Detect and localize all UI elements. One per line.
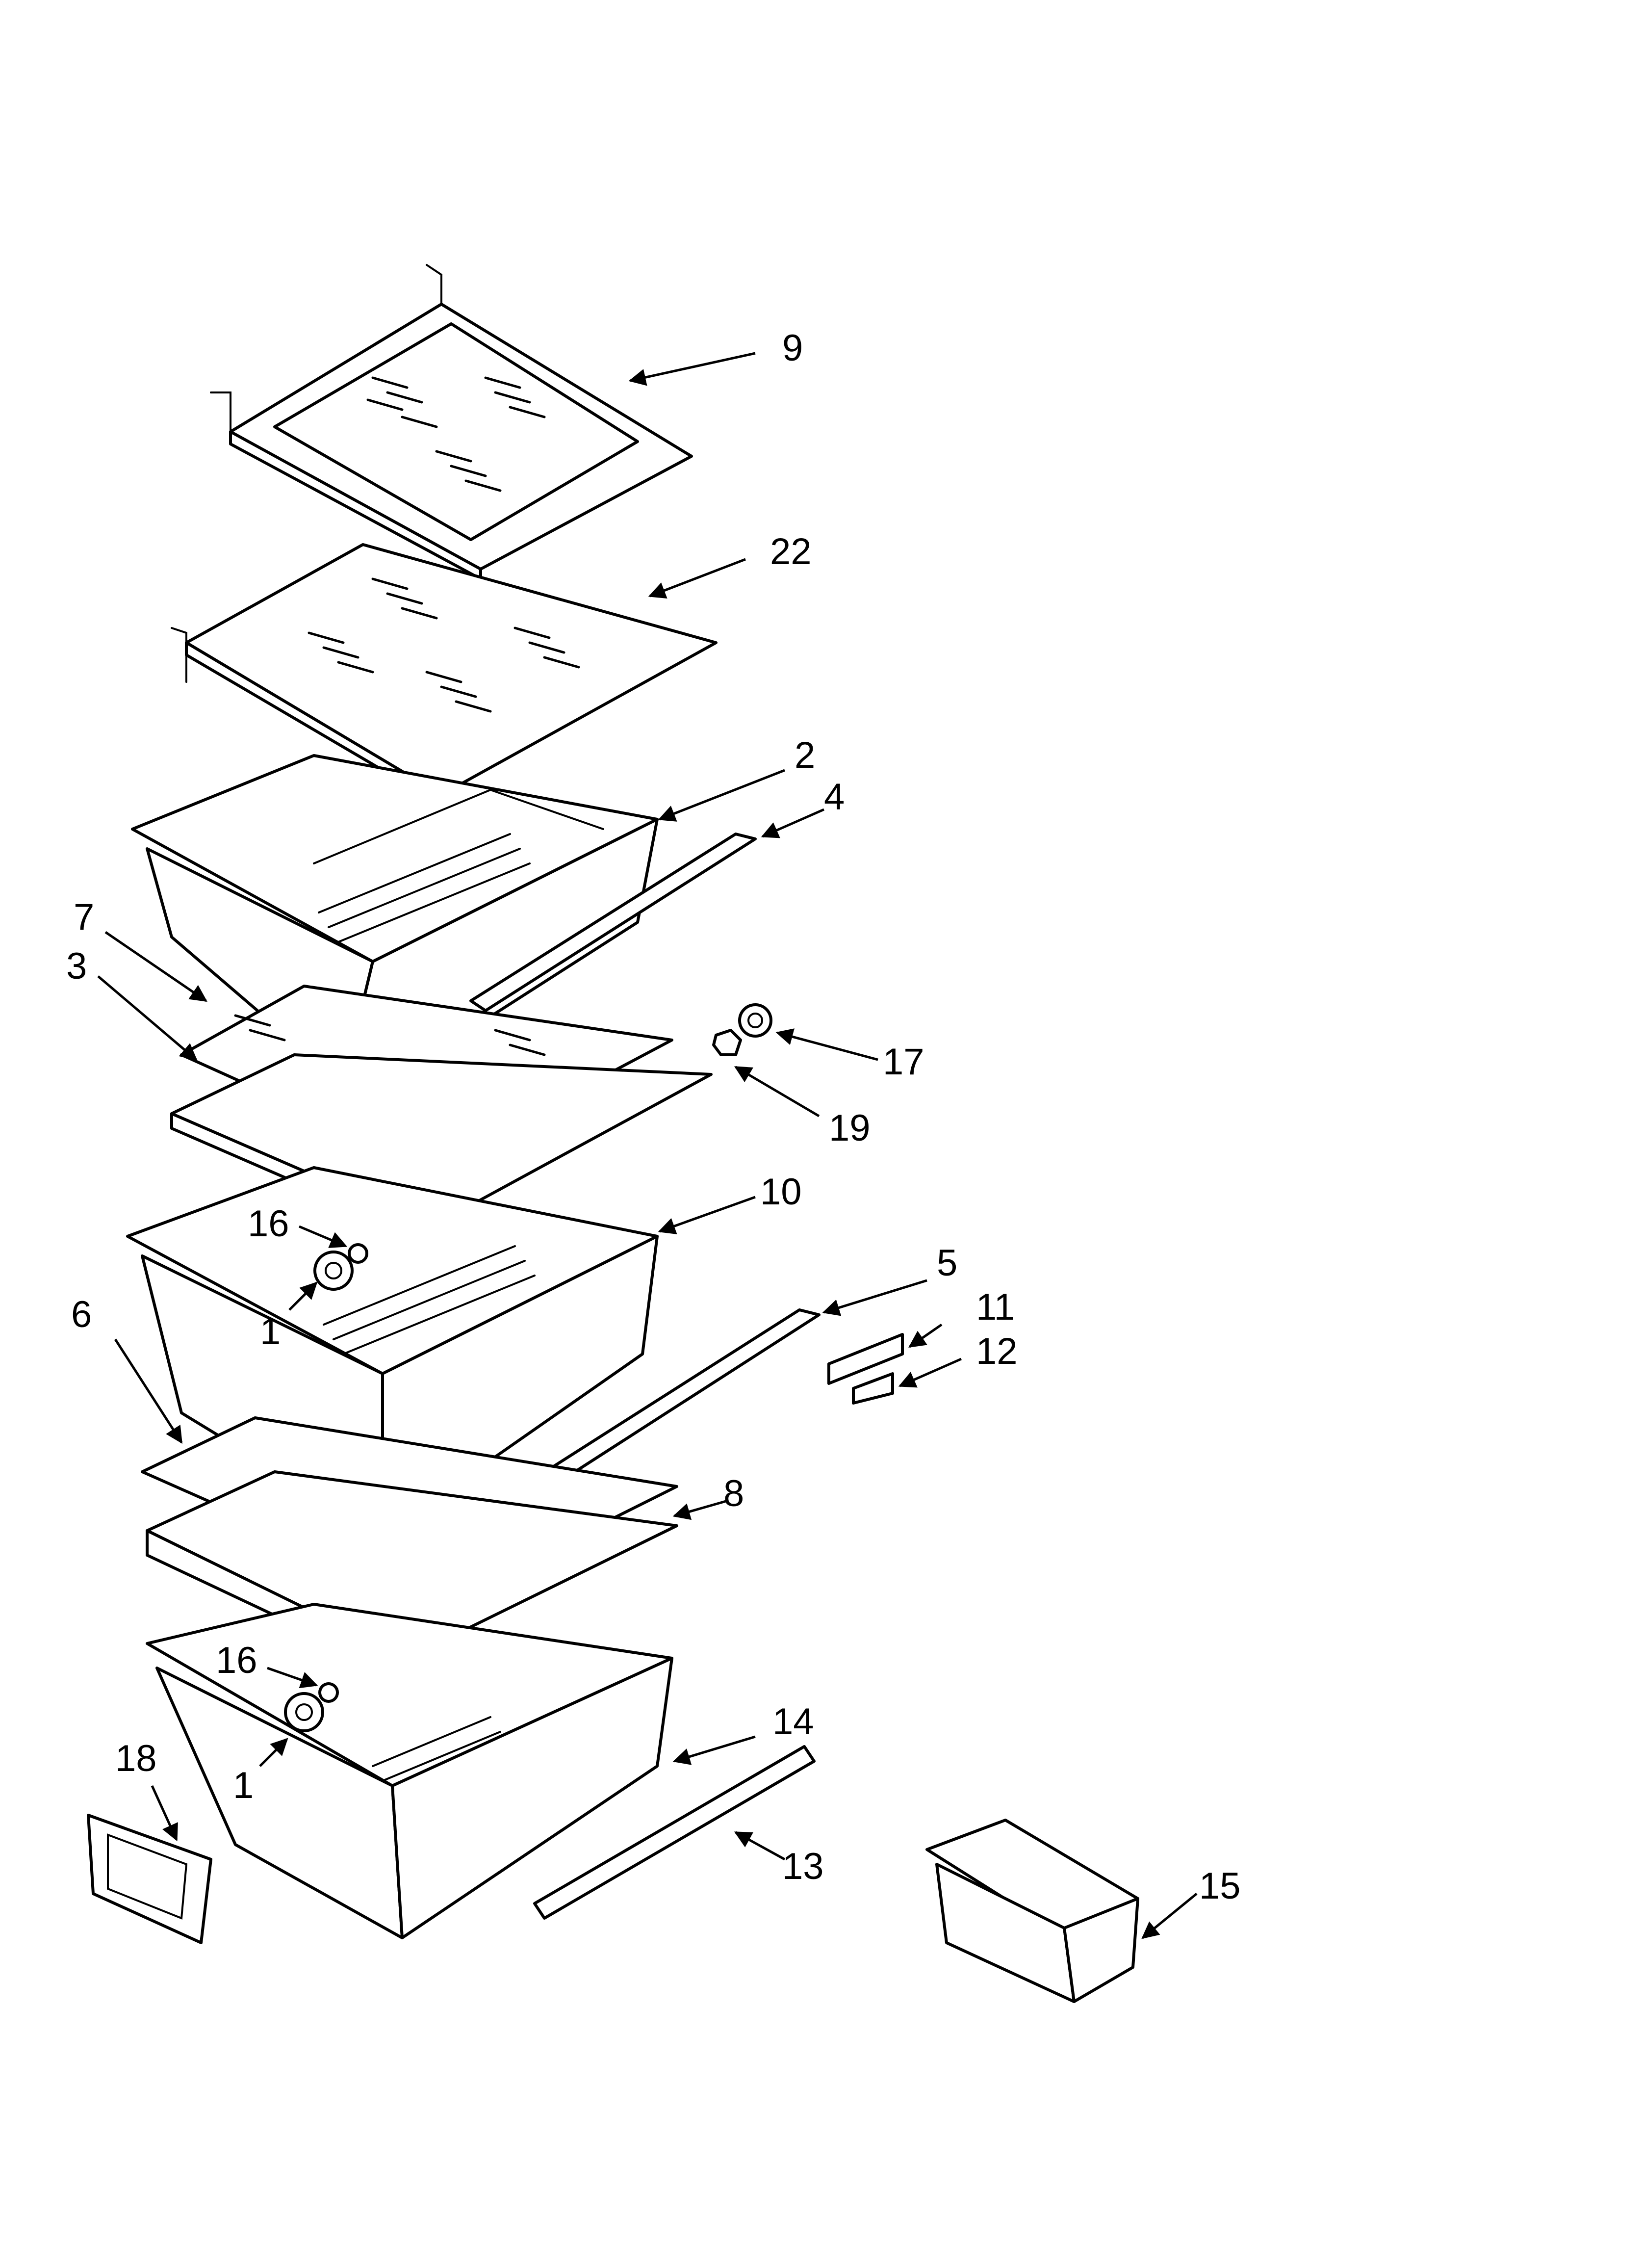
- part-1-roller-upper: [313, 1251, 354, 1291]
- callout-10: 10: [760, 1171, 802, 1213]
- callout-22: 22: [770, 531, 812, 573]
- callout-2: 2: [795, 734, 815, 776]
- callout-15: 15: [1199, 1865, 1241, 1907]
- callout-3: 3: [66, 945, 87, 987]
- callout-1-lower: 1: [233, 1765, 254, 1806]
- leader-lines: [97, 352, 1198, 1939]
- callout-18: 18: [115, 1738, 157, 1779]
- part-16-spacer-upper: [348, 1243, 368, 1264]
- part-12-clip: [852, 1372, 894, 1405]
- callout-13: 13: [782, 1846, 824, 1887]
- callout-7: 7: [74, 896, 94, 938]
- part-14-bottom-pan: [146, 1603, 673, 1939]
- callout-1-upper: 1: [260, 1311, 281, 1353]
- part-4-rail: [469, 833, 757, 1012]
- part-19-nut: [712, 1029, 742, 1056]
- callout-11: 11: [976, 1286, 1015, 1328]
- part-11-clip: [827, 1333, 904, 1385]
- part-18-label: [87, 1814, 212, 1944]
- callout-5: 5: [937, 1242, 957, 1284]
- part-22-glass-shelf: [171, 543, 718, 806]
- callout-16-upper: 16: [248, 1203, 289, 1245]
- part-16-spacer-lower: [318, 1682, 339, 1703]
- callout-6: 6: [71, 1294, 92, 1335]
- callout-12: 12: [976, 1330, 1018, 1372]
- callout-8: 8: [723, 1473, 744, 1514]
- callout-17: 17: [883, 1041, 924, 1083]
- callout-19: 19: [829, 1107, 871, 1149]
- part-13-rail: [533, 1745, 816, 1920]
- callout-14: 14: [772, 1701, 814, 1743]
- callout-16-lower: 16: [216, 1640, 257, 1681]
- callout-9: 9: [782, 327, 803, 369]
- part-15-bin: [925, 1819, 1139, 2003]
- part-9-shelf-assembly: [210, 264, 693, 580]
- callout-labels: 9 22 2 4 7 3 17 19 10 16 1 5 11 12 6 8 1…: [66, 327, 1241, 1907]
- callout-4: 4: [824, 776, 845, 818]
- part-1-roller-lower: [284, 1692, 324, 1732]
- part-17-roller: [738, 1003, 772, 1038]
